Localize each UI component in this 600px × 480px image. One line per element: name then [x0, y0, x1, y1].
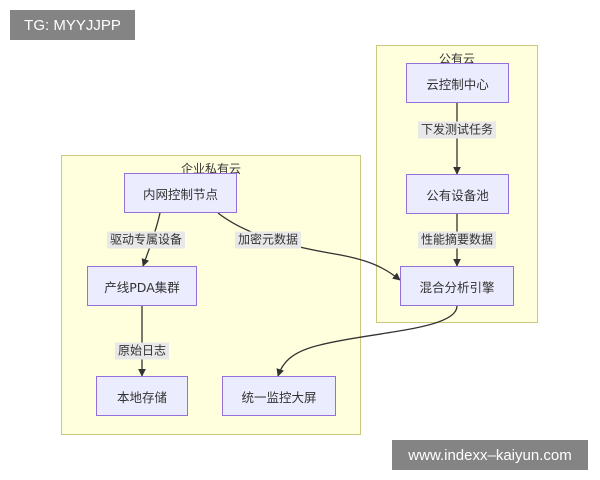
cluster-title-private: 企业私有云 — [180, 162, 241, 176]
cluster-title-public: 公有云 — [438, 52, 475, 66]
edge-label-perf-summary: 性能摘要数据 — [417, 231, 497, 249]
node-intranet-control: 内网控制节点 — [124, 173, 237, 213]
edge-label-encrypted-metadata: 加密元数据 — [234, 231, 302, 249]
node-pda-cluster: 产线PDA集群 — [87, 266, 197, 306]
node-hybrid-analysis-engine: 混合分析引擎 — [400, 266, 514, 306]
node-local-storage: 本地存储 — [96, 376, 188, 416]
node-unified-monitor-screen: 统一监控大屏 — [222, 376, 336, 416]
edge-label-drive-devices: 驱动专属设备 — [106, 231, 186, 249]
website-watermark: www.indexx–kaiyun.com — [392, 440, 588, 470]
edge-label-raw-logs: 原始日志 — [114, 342, 170, 360]
tg-watermark: TG: MYYJJPP — [10, 10, 135, 40]
edge-label-dispatch-tasks: 下发测试任务 — [417, 121, 497, 139]
edge-engine-to-monitor — [276, 305, 458, 377]
node-public-device-pool: 公有设备池 — [406, 174, 509, 214]
node-cloud-control-center: 云控制中心 — [406, 63, 509, 103]
edge-intranet-to-engine — [217, 212, 401, 281]
